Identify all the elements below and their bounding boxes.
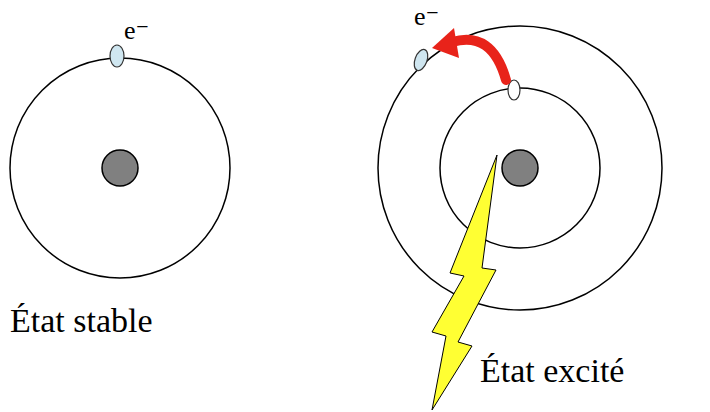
inner-orbit — [440, 88, 600, 248]
outer-orbit — [378, 26, 662, 310]
state-label: État excité — [480, 354, 624, 388]
transition-arrow — [452, 40, 506, 80]
excited-electron — [412, 48, 431, 73]
electron-label: e⁻ — [414, 4, 439, 30]
transition-arrowhead — [432, 28, 459, 58]
state-label: État stable — [10, 304, 153, 338]
nucleus — [102, 150, 138, 186]
nucleus — [502, 150, 538, 186]
electron-label: e⁻ — [124, 18, 149, 44]
orbit — [10, 58, 230, 278]
electron — [110, 45, 124, 67]
